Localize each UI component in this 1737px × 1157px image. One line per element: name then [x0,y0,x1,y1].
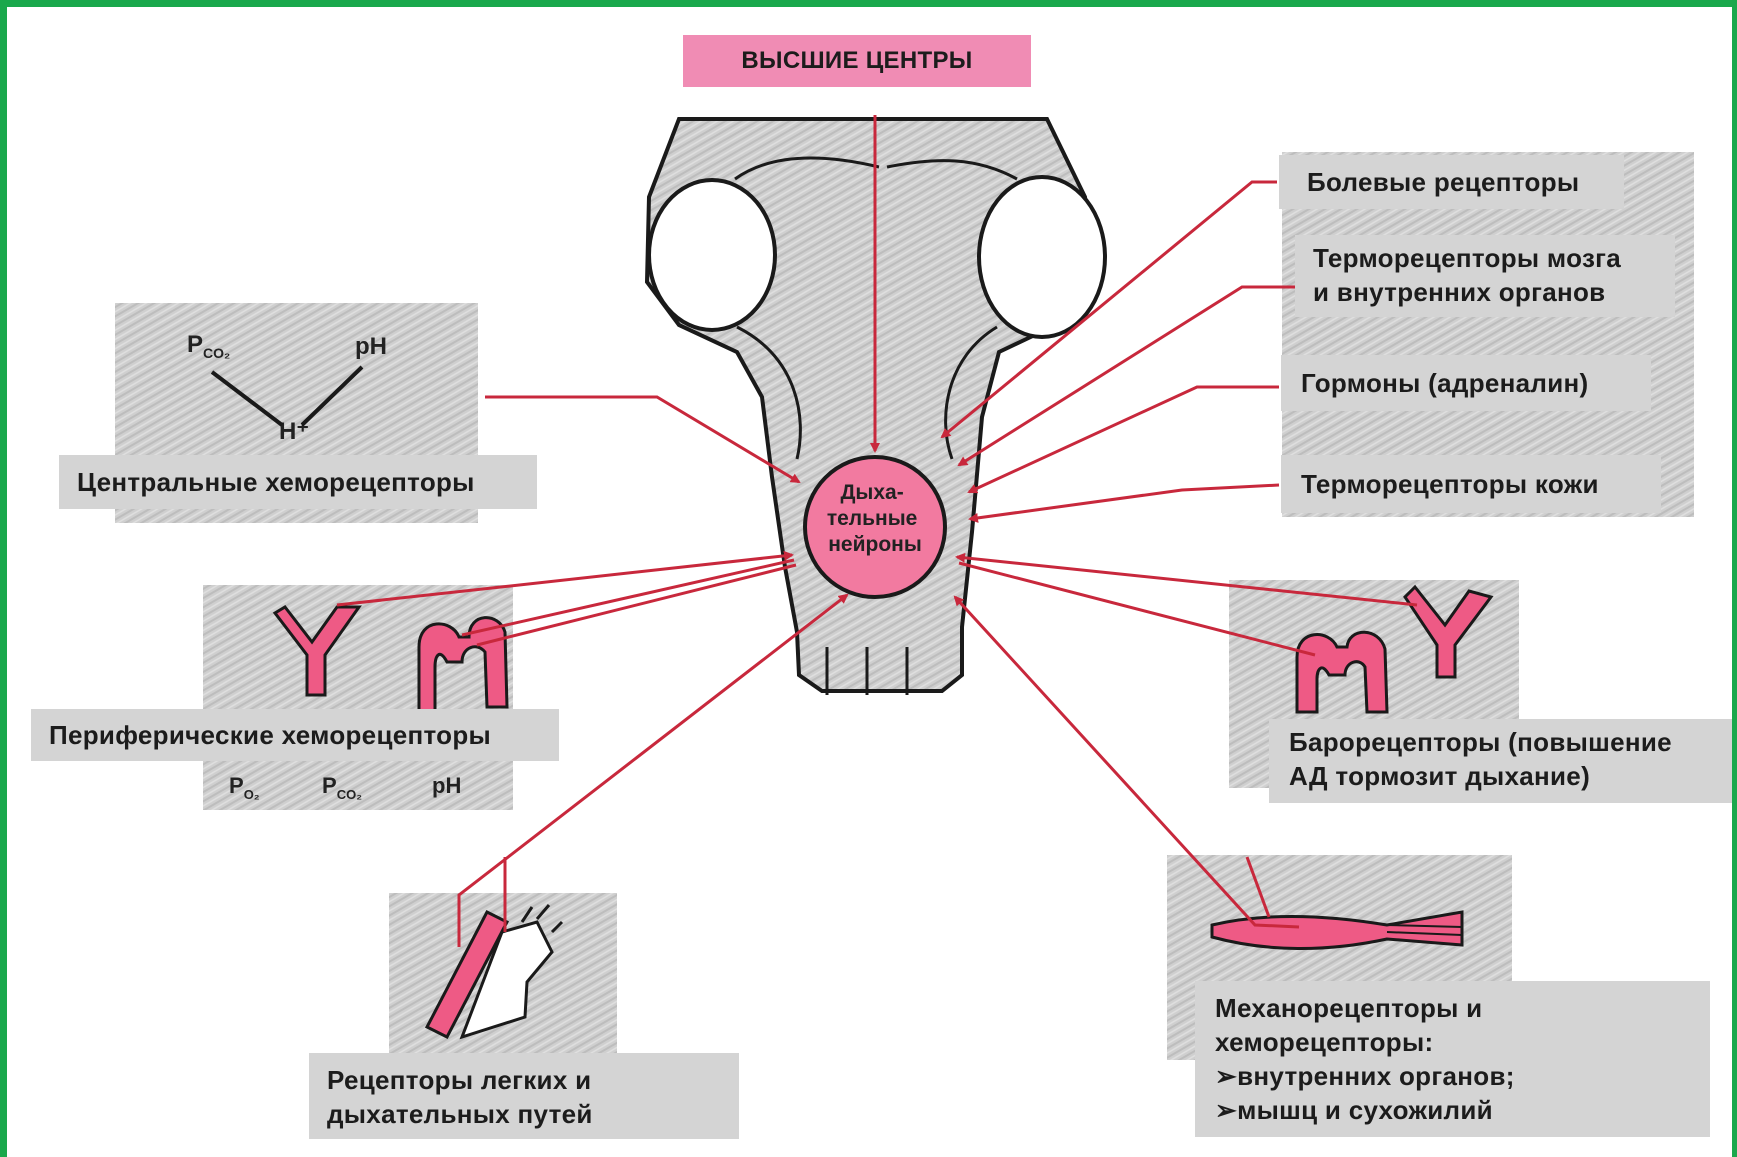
peripheral-chemo-panel [203,585,513,810]
central-chemo-label: Центральные хеморецепторы [59,455,537,509]
neurons-label-line1: Дыха- [840,481,903,504]
central-ph: pH [355,333,387,360]
thermo-skin-label: Терморецепторы кожи [1281,455,1661,513]
thermo-skin-path [970,485,1279,519]
baroreceptors-label: Барорецепторы (повышение АД тормозит дых… [1269,719,1734,803]
peripheral-path-3 [477,565,796,645]
left-hemisphere-cut [649,180,775,330]
svg-text:Дыха- тельные нейроны: Дыха- тельные нейроны [827,481,923,556]
neurons-label-line2: тельные [827,507,918,530]
neurons-label-line3: нейроны [828,533,922,556]
thermo-brain-label: Терморецепторы мозга и внутренних органо… [1295,235,1675,317]
peripheral-chemo-label: Периферические хеморецепторы [31,709,559,761]
peripheral-ph: pH [432,773,461,798]
mechano-label: Механорецепторы и хеморецепторы: ➢внутре… [1195,981,1710,1137]
peripheral-path-1 [337,555,792,605]
right-hemisphere-cut [979,177,1105,337]
higher-centers-label: ВЫСШИЕ ЦЕНТРЫ [683,35,1031,87]
lungs-receptors-label: Рецепторы легких и дыхательных путей [309,1053,739,1139]
hormones-path [969,387,1279,492]
pain-receptors-label: Болевые рецепторы [1279,155,1624,209]
hormones-label: Гормоны (адреналин) [1281,355,1651,411]
